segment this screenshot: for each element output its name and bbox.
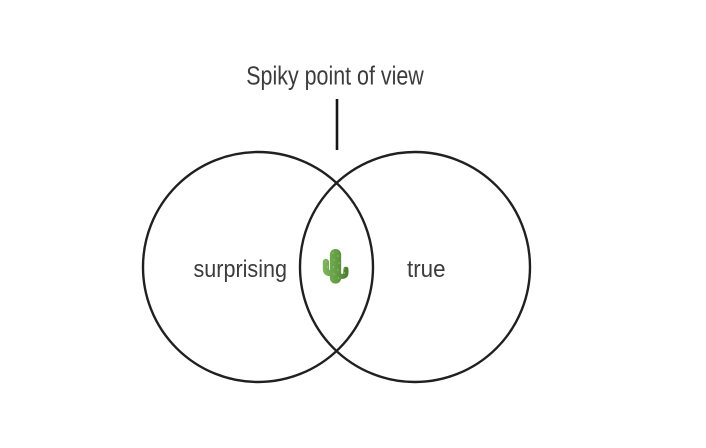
svg-text:Spiky point of view: Spiky point of view (246, 62, 424, 90)
svg-text:true: true (407, 256, 446, 283)
svg-text:surprising: surprising (194, 256, 288, 283)
